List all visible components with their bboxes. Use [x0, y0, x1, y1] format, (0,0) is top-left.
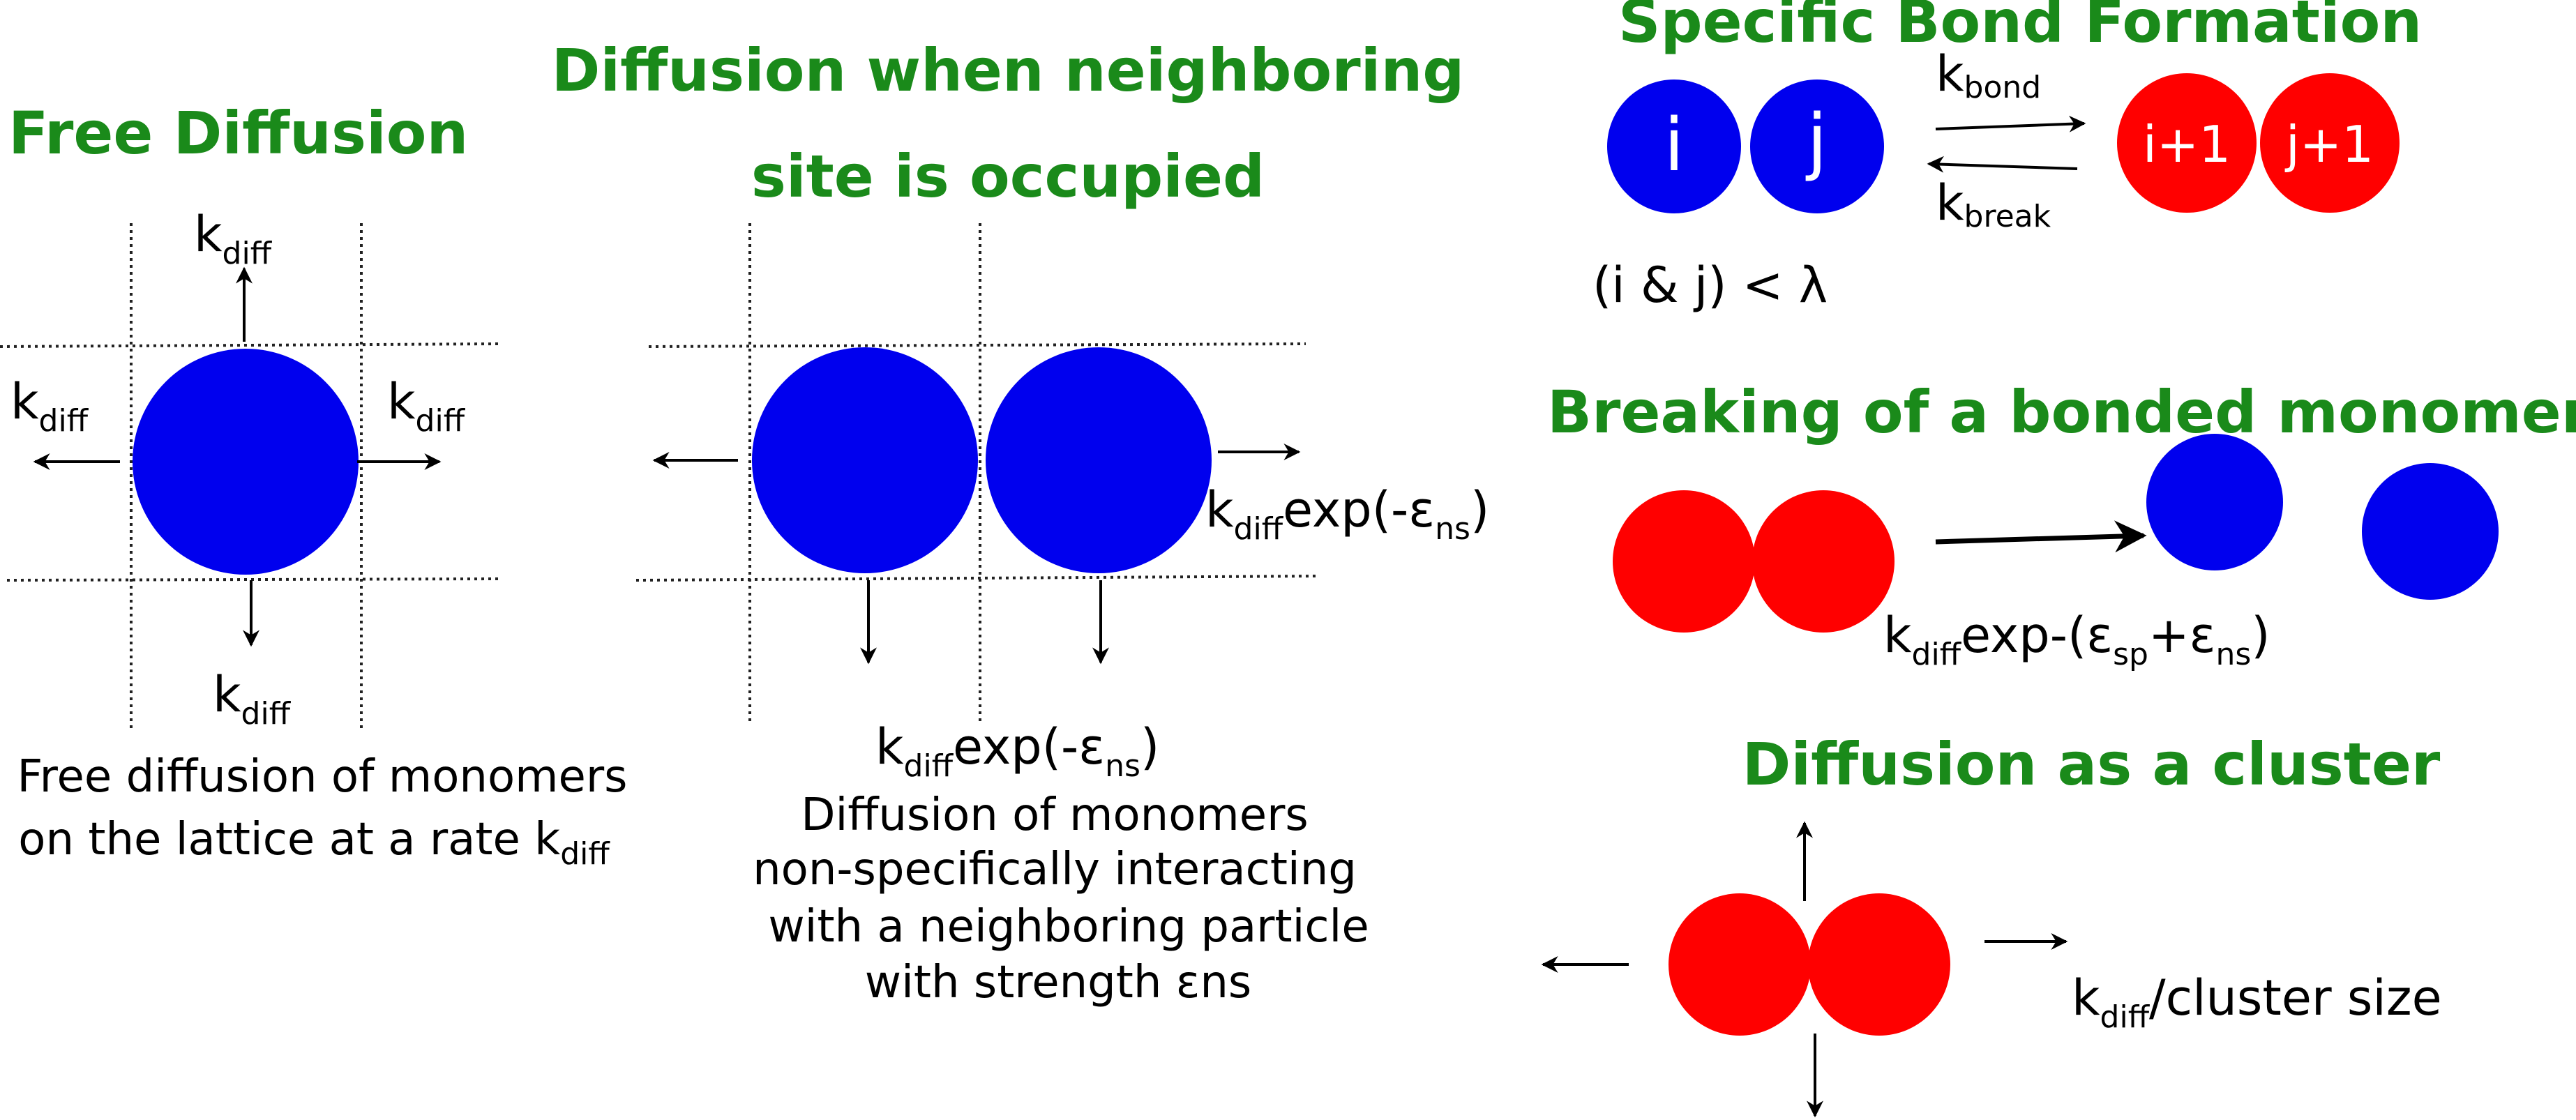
k-diff-up-label: kdiff — [194, 206, 273, 271]
occupied-caption-line4: with strength εns — [865, 957, 1252, 1008]
breaking-title: Breaking of a bonded monomer — [1547, 378, 2576, 446]
panel-cluster: Diffusion as a cluster kdiff/cluster siz… — [1541, 730, 2442, 1118]
k-diff-down-label: kdiff — [213, 666, 292, 732]
bond-condition: (i & j) < λ — [1592, 257, 1828, 314]
monomer-particle-right — [986, 347, 1212, 573]
occupied-caption-line1: Diffusion of monomers — [801, 789, 1309, 841]
bonded-particle-right — [1752, 490, 1895, 633]
cluster-particle-right — [1808, 893, 1950, 1036]
particle-j-plus-1-label: j+1 — [2284, 115, 2374, 174]
occupied-caption-line2: non-specifically interacting — [753, 844, 1357, 895]
lattice-grid — [0, 223, 500, 729]
particle-j-plus-1 — [2260, 73, 2400, 213]
particle-i-plus-1 — [2117, 73, 2257, 213]
cluster-particle-left — [1669, 893, 1811, 1036]
bonded-particle-left — [1613, 490, 1755, 633]
k-diff-left-label: kdiff — [10, 373, 89, 439]
particle-i-label: i — [1664, 103, 1685, 188]
monomer-particle-left — [752, 347, 978, 573]
k-break-label: kbreak — [1936, 174, 2051, 234]
breaking-arrow — [1935, 520, 2147, 553]
particle-j-label: j — [1806, 98, 1828, 183]
free-diffusion-title: Free Diffusion — [8, 99, 468, 167]
panel-free-diffusion: Free Diffusion kdiff kdiff kdiff kdiff F… — [0, 99, 628, 872]
panel-bond-formation: Specific Bond Formation i j kbond kbreak… — [1592, 0, 2422, 314]
free-particle-a — [2146, 434, 2283, 570]
panel-occupied-neighbor: Diffusion when neighboring site is occup… — [552, 36, 1490, 1008]
occupied-title-line2: site is occupied — [751, 142, 1265, 211]
panel-breaking: Breaking of a bonded monomer kdiffexp-(ε… — [1547, 378, 2576, 672]
occupied-title-line1: Diffusion when neighboring — [552, 36, 1465, 105]
free-particle-b — [2362, 463, 2499, 600]
bond-reverse-arrow — [1927, 156, 2078, 173]
particle-j — [1750, 80, 1884, 213]
cluster-rate-label: kdiff/cluster size — [2072, 969, 2442, 1035]
bond-formation-title: Specific Bond Formation — [1618, 0, 2422, 56]
particle-i-plus-1-label: i+1 — [2143, 115, 2231, 174]
particle-i — [1607, 80, 1741, 213]
breaking-rate-label: kdiffexp-(εsp+εns) — [1883, 607, 2270, 672]
occupied-caption-line3: with a neighboring particle — [768, 901, 1369, 953]
lattice-grid-2 — [635, 223, 1319, 725]
monomer-particle — [133, 349, 359, 575]
k-diff-exp-right-label: kdiffexp(-εns) — [1205, 481, 1489, 547]
k-bond-label: kbond — [1936, 45, 2041, 105]
cluster-title: Diffusion as a cluster — [1742, 730, 2441, 799]
free-caption-line2: on the lattice at a rate kdiff — [18, 814, 610, 872]
k-diff-right-label: kdiff — [387, 373, 466, 439]
bond-forward-arrow — [1935, 115, 2086, 133]
k-diff-exp-down-label: kdiffexp(-εns) — [875, 718, 1159, 784]
free-caption-line1: Free diffusion of monomers — [17, 751, 627, 803]
